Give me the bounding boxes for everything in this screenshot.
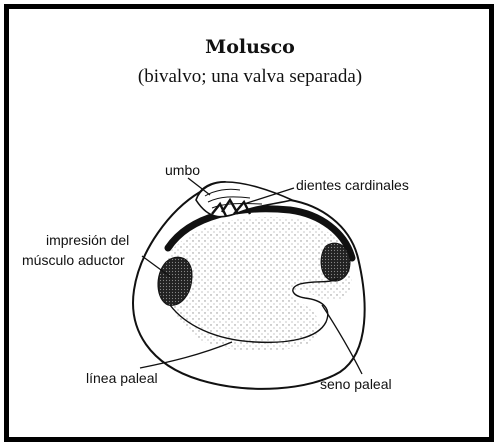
label-seno-paleal: seno paleal: [320, 376, 392, 392]
label-dientes-cardinales: dientes cardinales: [296, 177, 409, 193]
posterior-adductor-scar: [321, 243, 350, 281]
label-linea-paleal: línea paleal: [86, 370, 158, 386]
label-umbo: umbo: [165, 162, 200, 178]
label-impresion-line2: músculo aductor: [22, 252, 125, 268]
label-impresion-line1: impresión del: [46, 232, 129, 248]
